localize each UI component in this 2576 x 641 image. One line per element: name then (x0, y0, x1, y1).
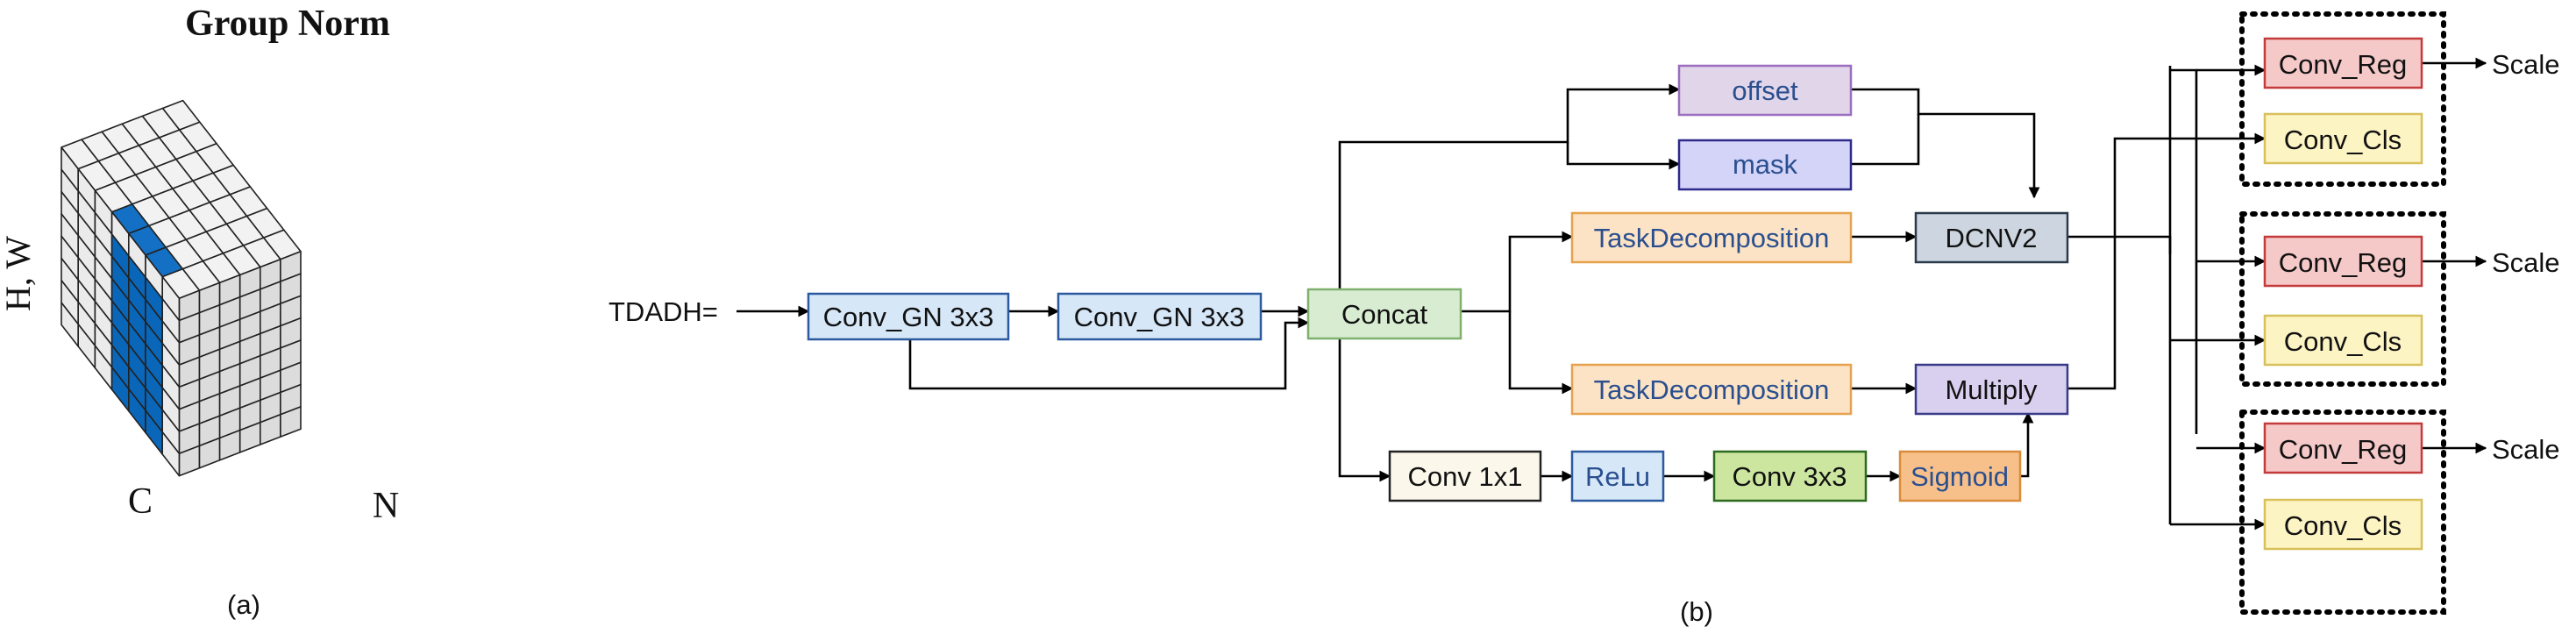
svg-text:Conv 3x3: Conv 3x3 (1733, 461, 1847, 492)
input-label: TDADH= (608, 296, 718, 327)
arrow-sigmoid-to-multiply (2020, 411, 2034, 478)
line-dcnv2-out (2067, 235, 2172, 254)
node-conv-cls-3: Conv_Cls (2263, 498, 2423, 551)
node-conv-1x1: Conv 1x1 (1388, 450, 1542, 502)
node-conv-gn-2: Conv_GN 3x3 (1057, 292, 1263, 341)
node-task-decomposition-2: TaskDecomposition (1570, 363, 1853, 416)
svg-text:Conv 1x1: Conv 1x1 (1408, 461, 1523, 492)
svg-text:Conv_Cls: Conv_Cls (2284, 125, 2402, 155)
group-norm-title: Group Norm (185, 4, 390, 44)
node-conv-cls-1: Conv_Cls (2263, 112, 2423, 165)
svg-text:Conv_GN 3x3: Conv_GN 3x3 (1074, 302, 1245, 332)
head-group-3: Conv_Reg Conv_Cls Scale (2239, 410, 2560, 615)
node-task-decomposition-1: TaskDecomposition (1570, 211, 1853, 264)
svg-text:Conv_Reg: Conv_Reg (2279, 49, 2407, 80)
axis-label-hw: H, W (0, 236, 38, 311)
scale-label-1: Scale (2492, 49, 2560, 80)
head-group-2: Conv_Reg Conv_Cls Scale (2239, 211, 2560, 387)
node-offset: offset (1677, 64, 1853, 117)
arrow-offset-to-dcnv2 (1851, 88, 2040, 199)
node-conv-reg-1: Conv_Reg (2263, 37, 2423, 89)
svg-text:Multiply: Multiply (1945, 374, 2038, 405)
node-conv-3x3: Conv 3x3 (1712, 450, 1868, 502)
caption-a: (a) (227, 589, 260, 620)
scale-label-3: Scale (2492, 434, 2560, 465)
head-group-1: Conv_Reg Conv_Cls Scale (2239, 11, 2560, 187)
group-norm-cube (60, 99, 302, 477)
arrow-concat-to-conv1x1 (1338, 326, 1391, 482)
panel-a-group-norm: Group Norm H, W C N (a) (0, 4, 399, 620)
svg-text:TaskDecomposition: TaskDecomposition (1594, 223, 1830, 253)
svg-text:mask: mask (1733, 149, 1798, 180)
svg-text:ReLu: ReLu (1585, 461, 1650, 492)
caption-b: (b) (1680, 596, 1713, 627)
node-concat: Concat (1306, 288, 1462, 340)
svg-text:Conv_Cls: Conv_Cls (2284, 510, 2402, 541)
node-relu: ReLu (1570, 450, 1665, 502)
scale-label-2: Scale (2492, 247, 2560, 278)
node-conv-reg-2: Conv_Reg (2263, 235, 2423, 288)
svg-text:Sigmoid: Sigmoid (1911, 461, 2009, 492)
arrow-concat-to-mask (1566, 142, 1681, 170)
axis-label-c: C (128, 481, 153, 522)
svg-text:TaskDecomposition: TaskDecomposition (1594, 374, 1830, 405)
node-sigmoid: Sigmoid (1898, 450, 2022, 502)
node-dcnv2: DCNV2 (1914, 211, 2069, 264)
node-conv-gn-1: Conv_GN 3x3 (807, 292, 1010, 341)
svg-text:offset: offset (1732, 75, 1798, 106)
node-conv-cls-2: Conv_Cls (2263, 314, 2423, 367)
line-mask-to-dcnv2 (1851, 114, 1920, 166)
svg-text:Conv_Reg: Conv_Reg (2279, 434, 2407, 465)
connector-lines (737, 57, 2487, 531)
svg-text:Conv_GN 3x3: Conv_GN 3x3 (823, 302, 994, 332)
svg-text:Concat: Concat (1341, 299, 1428, 330)
node-multiply: Multiply (1914, 363, 2069, 416)
line-multiply-out (2067, 137, 2170, 390)
arrow-skip-to-concat (908, 317, 1310, 390)
line-reg-bus (2170, 68, 2198, 434)
svg-text:Conv_Reg: Conv_Reg (2279, 247, 2407, 278)
node-conv-reg-3: Conv_Reg (2263, 422, 2423, 474)
arrow-concat-to-taskdecomp1 (1461, 231, 1574, 313)
arrow-concat-to-taskdecomp2 (1508, 311, 1574, 395)
svg-text:Conv_Cls: Conv_Cls (2284, 326, 2402, 357)
cube-side-cell (280, 406, 302, 438)
axis-label-n: N (373, 486, 399, 526)
node-mask: mask (1677, 139, 1853, 191)
panel-b-tdadh-diagram: TDADH= Conv_GN 3x3 Conv_GN 3x3 Concat of… (608, 11, 2560, 627)
svg-text:DCNV2: DCNV2 (1945, 223, 2037, 253)
